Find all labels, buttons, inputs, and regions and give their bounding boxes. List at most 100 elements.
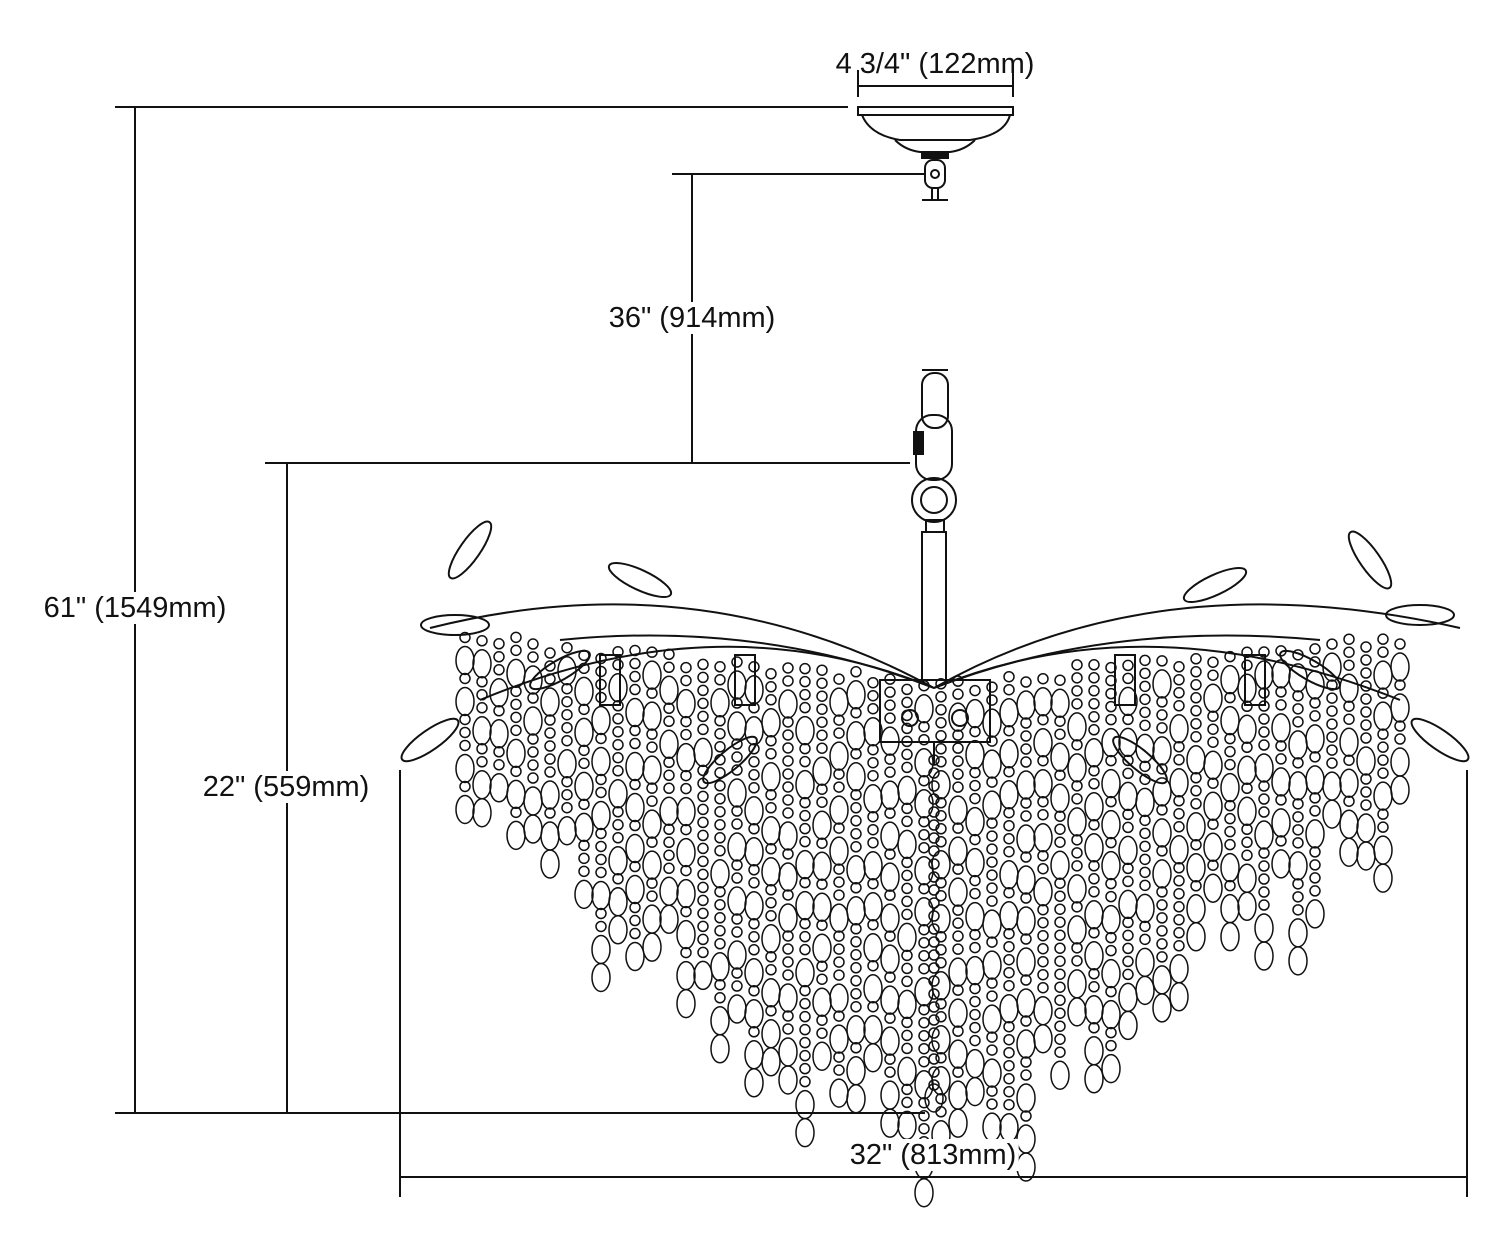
bead	[1173, 888, 1185, 900]
crystal-drop	[1237, 891, 1257, 922]
bead	[612, 873, 624, 885]
crystal-drop	[965, 1076, 985, 1107]
crystal-drop	[778, 983, 798, 1013]
bead	[1122, 659, 1134, 672]
bead	[1020, 974, 1032, 986]
crystal-drop	[744, 1068, 764, 1098]
bead	[1088, 981, 1100, 993]
bead	[816, 919, 828, 931]
bead	[799, 675, 811, 688]
bead	[1003, 765, 1015, 778]
bead	[952, 943, 964, 955]
bead	[1275, 699, 1287, 711]
bead	[1156, 951, 1168, 963]
bead	[1122, 955, 1134, 968]
crystal-drop	[914, 1177, 934, 1208]
bead	[884, 1066, 896, 1078]
bead	[833, 930, 845, 942]
bead	[595, 773, 607, 786]
crystal-drop	[1356, 746, 1376, 776]
bead	[1003, 845, 1015, 858]
crystal-drop	[761, 708, 781, 738]
bead	[1003, 1098, 1015, 1111]
bead	[646, 728, 658, 740]
bead	[595, 866, 607, 879]
bead	[1122, 929, 1134, 942]
bead	[850, 936, 862, 948]
bead	[935, 1011, 947, 1023]
arm-left	[429, 603, 935, 689]
crystal-drop	[1254, 941, 1274, 971]
bead	[935, 678, 947, 690]
bead	[969, 725, 981, 738]
crystal-drop	[710, 952, 730, 982]
bead	[867, 877, 879, 890]
canopy-width-label: 4 3/4" (122mm)	[835, 48, 1035, 80]
crystal-drop	[727, 886, 747, 916]
bead	[1275, 686, 1287, 698]
bead	[510, 631, 522, 644]
bead	[1343, 795, 1355, 807]
bead	[663, 648, 675, 661]
bead	[1003, 953, 1015, 966]
crystal-drop	[1067, 712, 1087, 742]
bead	[476, 689, 488, 701]
bead	[1207, 669, 1219, 681]
bead	[1054, 1046, 1066, 1058]
bead	[1003, 886, 1015, 899]
crystal-drop	[1118, 889, 1138, 920]
crystal-drop	[1101, 809, 1121, 840]
bead	[799, 835, 811, 848]
bead	[1139, 933, 1151, 946]
crystal-drop	[880, 780, 900, 810]
crystal-drop	[1322, 799, 1342, 829]
bead	[884, 1053, 896, 1065]
crystal-drop	[1101, 999, 1121, 1030]
crystal-drop	[744, 891, 764, 921]
bead	[1071, 780, 1083, 792]
bead	[799, 930, 811, 943]
bead	[1224, 825, 1236, 838]
bead	[731, 764, 743, 776]
bead	[1156, 925, 1168, 937]
bead	[918, 841, 930, 854]
bead	[544, 660, 556, 672]
bead	[1258, 847, 1270, 859]
bead	[918, 1096, 930, 1109]
bead	[1071, 847, 1083, 859]
bead	[969, 887, 981, 900]
crystal-drop	[676, 919, 696, 950]
bead	[561, 641, 573, 654]
bead	[799, 1036, 811, 1049]
crystal-drop	[1135, 947, 1155, 978]
crystal-drop	[931, 1025, 951, 1055]
bead	[1394, 720, 1406, 732]
bead	[1190, 731, 1202, 743]
bead	[1156, 709, 1168, 721]
bead	[799, 755, 811, 768]
crystal-drop	[1203, 750, 1223, 780]
crystal-drop	[1237, 714, 1257, 745]
bead	[1139, 853, 1151, 866]
crystal-strand	[1271, 645, 1291, 879]
bead	[833, 768, 845, 780]
crystal-strand	[761, 668, 781, 1077]
crystal-strand	[846, 666, 866, 1114]
bead	[833, 673, 845, 685]
crystal-drop	[897, 922, 917, 953]
crystal-drop	[1271, 659, 1291, 689]
bead	[527, 692, 539, 704]
bead	[969, 995, 981, 1008]
bead	[1241, 646, 1253, 659]
bead	[748, 918, 760, 930]
bead	[646, 836, 658, 848]
bead	[901, 709, 913, 722]
overall-height-label: 61" (1549mm)	[41, 592, 229, 624]
bead	[935, 890, 947, 902]
bead	[1173, 940, 1185, 952]
crystal-drop	[1373, 835, 1393, 865]
bead	[901, 949, 913, 962]
bead	[928, 832, 940, 844]
crystal-drop	[1237, 863, 1257, 894]
bead	[1224, 650, 1236, 663]
